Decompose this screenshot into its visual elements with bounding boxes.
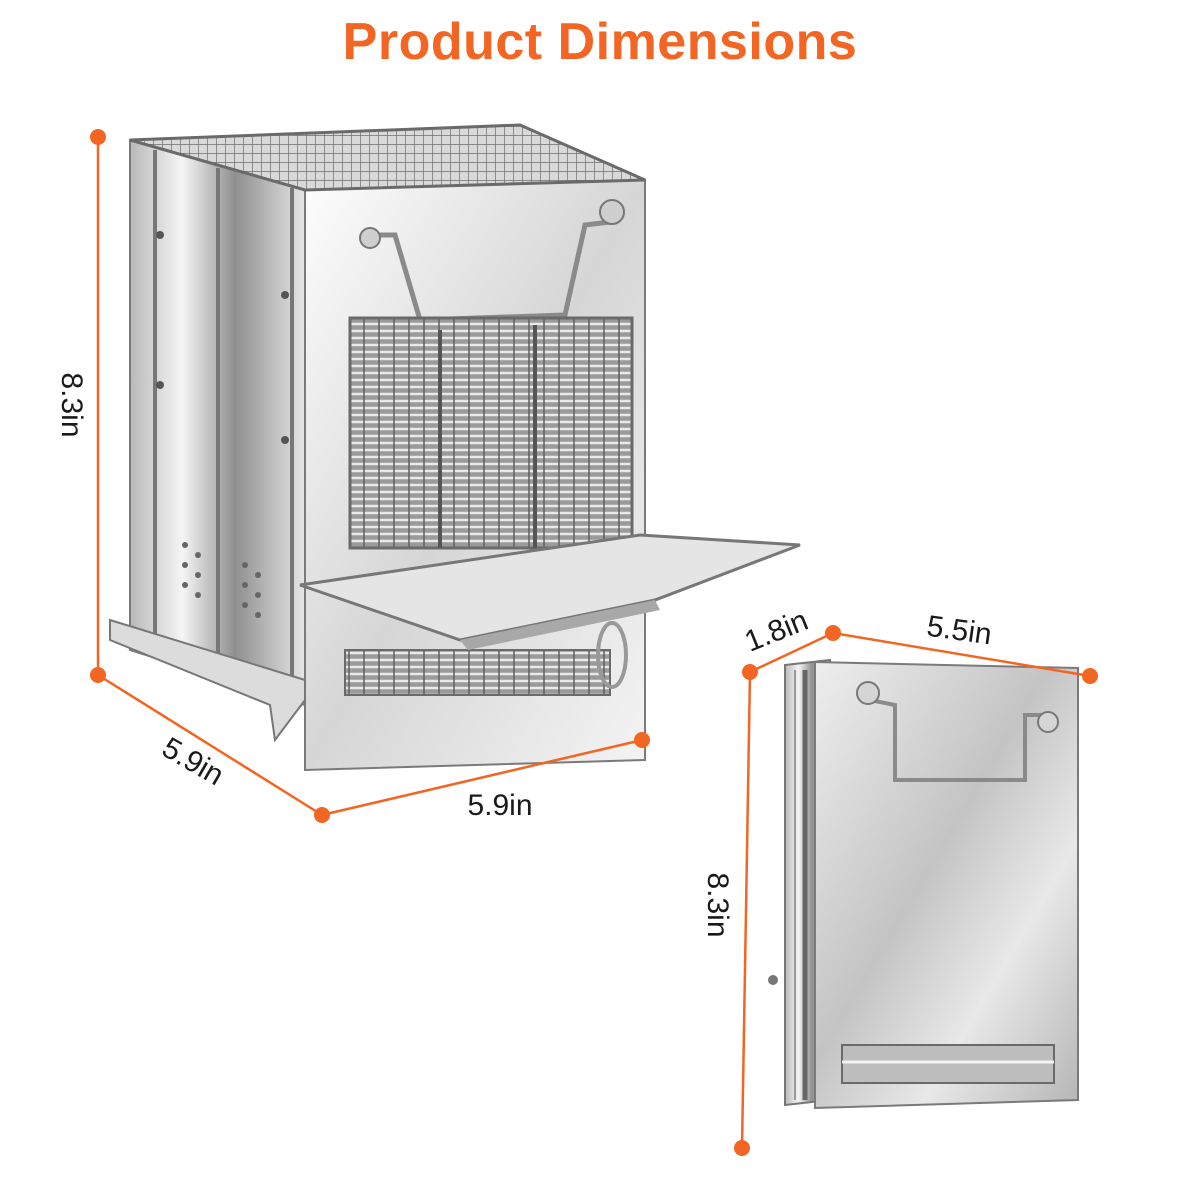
stove-ring [596, 621, 628, 689]
folded-width-label: 5.5in [925, 610, 994, 652]
stove-lower-vent [344, 649, 611, 696]
stove-bottom-tray [109, 618, 306, 743]
page-title: Product Dimensions [342, 13, 858, 71]
stove-feed-tray [299, 533, 801, 642]
dimension-lines [90, 129, 1098, 1156]
dimension-dot [1082, 668, 1098, 684]
folded-thickness-label: 1.8in [740, 604, 813, 659]
stove-fire-window [348, 316, 634, 550]
folded-front-panel [814, 660, 1079, 1110]
dimension-dot [634, 732, 650, 748]
stove-top-grill [129, 123, 646, 192]
dimension-dot [90, 129, 106, 145]
dimension-dot [734, 1140, 750, 1156]
open-stove-illustration [109, 123, 801, 772]
folded-vent-slot [841, 1044, 1055, 1084]
folded-height-label: 8.3in [701, 872, 734, 937]
open-height-label: 8.3in [55, 372, 88, 437]
open-depth-label: 5.9in [156, 731, 229, 792]
folded-handle [869, 698, 1050, 782]
open-width-label: 5.9in [467, 789, 532, 822]
folded-stove-illustration [768, 658, 1079, 1110]
